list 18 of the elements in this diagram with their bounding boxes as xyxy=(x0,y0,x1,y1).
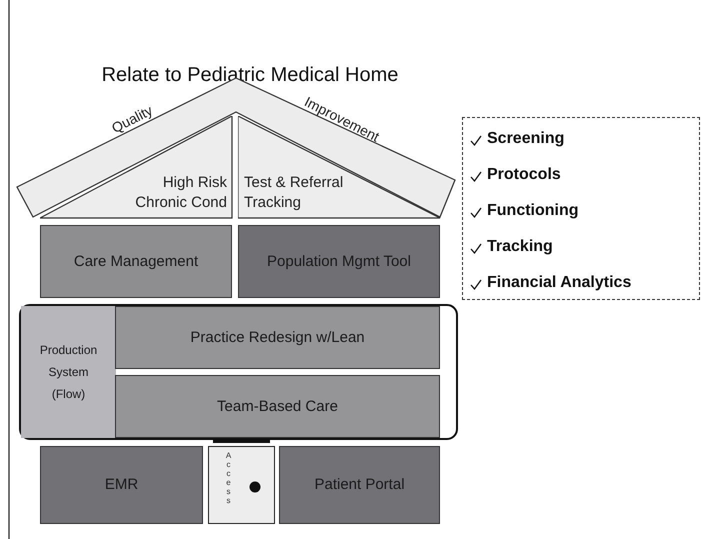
component-block: Care Management xyxy=(40,225,232,298)
checklist-item: Protocols xyxy=(487,166,561,184)
layer-bar: Team-Based Care xyxy=(115,375,440,438)
foundation-block: EMR xyxy=(40,446,203,524)
checklist-item: Functioning xyxy=(487,202,579,220)
checklist-item: Screening xyxy=(487,130,564,148)
panel-label: High Risk Chronic Cond xyxy=(134,173,227,213)
foundation-block: Patient Portal xyxy=(279,446,440,524)
checklist-item: Tracking xyxy=(487,238,553,256)
side-panel: Production System (Flow) xyxy=(21,306,116,438)
checklist-box xyxy=(462,117,700,300)
door xyxy=(208,446,275,524)
panel-label: Test & Referral Tracking xyxy=(244,173,344,213)
layer-bar: Practice Redesign w/Lean xyxy=(115,306,440,369)
diagram-title: Relate to Pediatric Medical Home xyxy=(100,64,400,87)
checklist-item: Financial Analytics xyxy=(487,274,632,292)
component-block: Population Mgmt Tool xyxy=(238,225,440,298)
door-label: Access xyxy=(223,451,233,505)
